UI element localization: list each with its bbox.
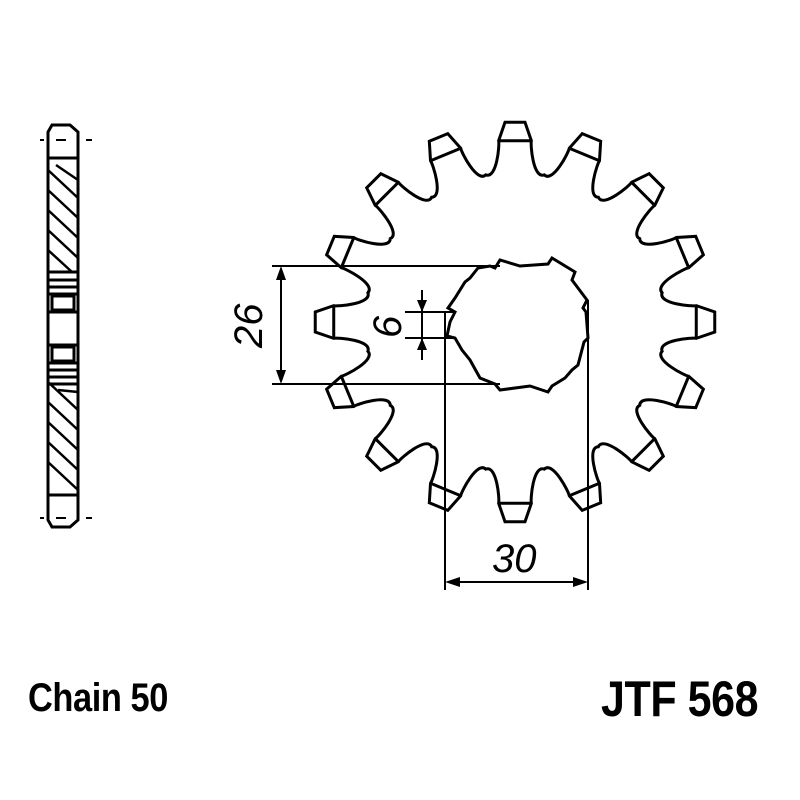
dimension-arrows bbox=[276, 266, 588, 587]
dimension-6-label: 6 bbox=[366, 315, 410, 338]
tooth-tip-line bbox=[374, 181, 400, 207]
tooth-tip-line bbox=[568, 481, 601, 498]
sprocket-side-view bbox=[40, 123, 92, 529]
part-number-label: JTF 568 bbox=[601, 671, 759, 727]
tooth-tip-line bbox=[374, 437, 400, 463]
tooth-tip-line bbox=[674, 236, 691, 269]
tooth-tip-line bbox=[630, 437, 656, 463]
dimension-26-label: 26 bbox=[227, 303, 271, 349]
spline-bore bbox=[445, 255, 590, 394]
tooth-tip-line bbox=[429, 146, 462, 163]
tooth-tip-line bbox=[339, 236, 356, 269]
tooth-tip-line bbox=[339, 375, 356, 408]
dimension-30-label: 30 bbox=[492, 537, 537, 581]
sprocket-outline bbox=[313, 120, 717, 524]
tooth-tip-line bbox=[630, 181, 656, 207]
dimension-lines bbox=[272, 265, 589, 590]
tooth-tip-line bbox=[674, 375, 691, 408]
sprocket-front-view bbox=[313, 120, 717, 524]
tooth-tip-line bbox=[568, 146, 601, 163]
chain-size-label: Chain 50 bbox=[28, 676, 168, 720]
